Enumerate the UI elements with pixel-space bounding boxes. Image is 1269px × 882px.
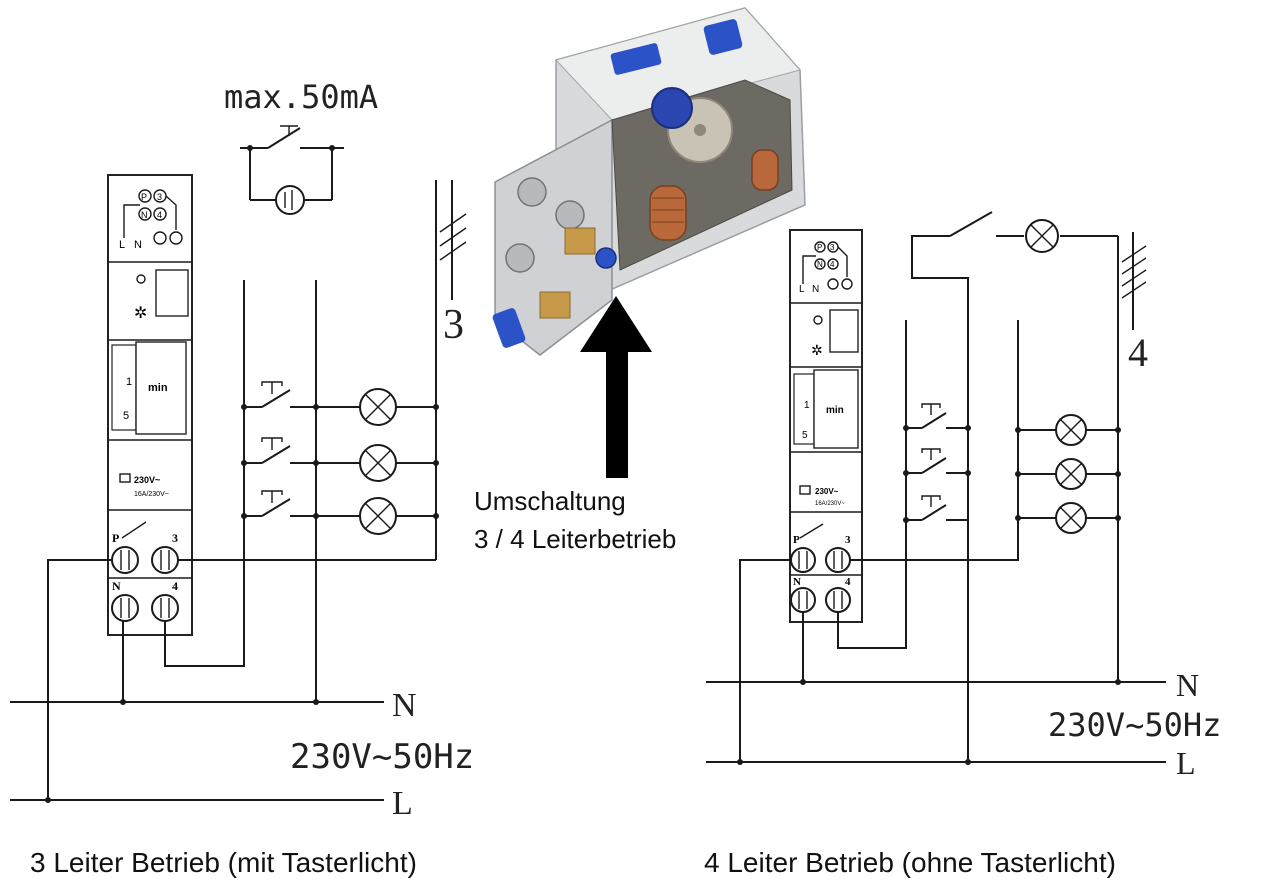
svg-text:N: N	[817, 260, 823, 269]
lamp-icon: ✲	[134, 305, 147, 322]
svg-text:16A/230V~: 16A/230V~	[815, 501, 845, 507]
svg-text:L: L	[119, 239, 125, 251]
svg-text:3: 3	[172, 531, 178, 545]
svg-text:1: 1	[804, 400, 810, 411]
right-lamp-row-3	[1018, 502, 1118, 534]
right-diagram: P 3 N 4 L N ✲ min 1 5 230V~ 16A/230V~ P …	[704, 211, 1221, 878]
right-pushbutton-row-1	[906, 403, 968, 429]
svg-text:230V~: 230V~	[815, 487, 839, 496]
dial-label: min	[148, 382, 168, 394]
left-diagram: max.50mA P 3	[10, 78, 474, 878]
right-pushbutton-row-3	[906, 495, 968, 521]
illuminated-pushbutton	[240, 125, 344, 215]
svg-text:N: N	[134, 239, 142, 251]
selector-arrow	[580, 296, 652, 478]
photo-caption-line1: Umschaltung	[474, 486, 626, 516]
right-wiring: 4	[706, 211, 1166, 765]
svg-text:N: N	[112, 579, 121, 593]
lamp-row-1	[316, 388, 436, 426]
lamp-row-3	[316, 497, 436, 535]
photo-caption-line2: 3 / 4 Leiterbetrieb	[474, 524, 676, 554]
svg-text:4: 4	[172, 579, 178, 593]
svg-text:16A/230V~: 16A/230V~	[134, 491, 169, 498]
svg-text:230V~: 230V~	[134, 475, 160, 485]
svg-text:4: 4	[845, 576, 851, 588]
dial-label-right: min	[826, 405, 844, 416]
svg-text:3: 3	[845, 534, 851, 546]
left-supply-label: 230V~50Hz	[290, 737, 474, 777]
left-conductor-count: 3	[443, 302, 464, 348]
svg-text:P: P	[141, 192, 147, 202]
svg-text:5: 5	[802, 430, 808, 441]
right-supply-label: 230V~50Hz	[1048, 706, 1221, 744]
svg-text:1: 1	[126, 376, 132, 388]
right-lamp-row-1	[1018, 414, 1118, 446]
svg-text:N: N	[141, 210, 148, 220]
lamp-row-2	[316, 444, 436, 482]
pushbutton-row-2	[244, 437, 316, 464]
device-photo	[492, 7, 806, 356]
right-caption: 4 Leiter Betrieb (ohne Tasterlicht)	[704, 847, 1116, 878]
svg-text:5: 5	[123, 410, 129, 422]
left-n-label: N	[392, 687, 417, 724]
svg-text:P: P	[112, 531, 119, 545]
lamp-icon-right: ✲	[811, 342, 823, 358]
svg-text:4: 4	[830, 260, 835, 269]
staircase-timer-device-left: P 3 N 4 L N ✲ min 1 5 230V~ 16A/230V~	[107, 174, 193, 636]
svg-text:3: 3	[830, 243, 835, 252]
svg-text:N: N	[812, 284, 819, 295]
left-caption: 3 Leiter Betrieb (mit Tasterlicht)	[30, 847, 417, 878]
staircase-timer-device-right: P 3 N 4 L N ✲ min 1 5 230V~ 16A/230V~ P …	[789, 229, 863, 623]
svg-text:P: P	[817, 243, 822, 252]
svg-text:L: L	[799, 284, 805, 295]
right-lamp-row-2	[1018, 458, 1118, 490]
svg-text:3: 3	[157, 192, 162, 202]
right-l-label: L	[1176, 745, 1196, 781]
right-conductor-count: 4	[1128, 330, 1148, 375]
pushbutton-row-3	[244, 490, 316, 517]
right-n-label: N	[1176, 667, 1199, 703]
svg-text:N: N	[793, 576, 801, 588]
pushbutton-row-1	[244, 381, 316, 408]
left-wiring: 3	[10, 180, 467, 803]
left-l-label: L	[392, 785, 413, 822]
right-pushbutton-row-2	[906, 448, 968, 474]
svg-text:P: P	[793, 534, 800, 546]
max-current-label: max.50mA	[224, 78, 378, 116]
svg-text:4: 4	[157, 210, 162, 220]
